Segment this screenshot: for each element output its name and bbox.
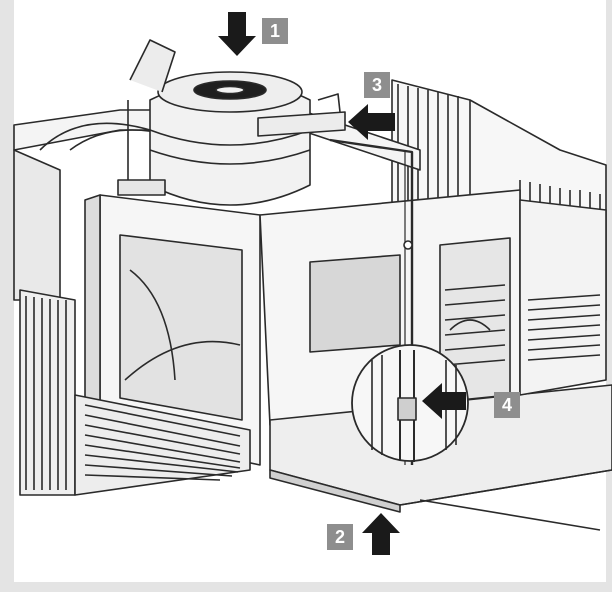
center-cylinder — [117, 39, 346, 206]
frame-right — [606, 0, 612, 592]
right-lower-rack — [519, 199, 607, 396]
left-arrow-icon — [348, 104, 395, 140]
frame-bottom — [0, 582, 612, 592]
frame-left — [0, 0, 14, 592]
left-arrow-icon — [422, 383, 466, 419]
callout-step-2: 2 — [327, 524, 353, 550]
up-arrow-icon — [362, 513, 400, 555]
callout-step-3: 3 — [364, 72, 390, 98]
callout-step-4: 4 — [494, 392, 520, 418]
front-left-frame — [84, 194, 261, 466]
lower-left-tray — [74, 394, 251, 496]
down-arrow-icon — [218, 12, 256, 56]
callout-step-1: 1 — [262, 18, 288, 44]
detail-magnifier — [351, 344, 469, 462]
